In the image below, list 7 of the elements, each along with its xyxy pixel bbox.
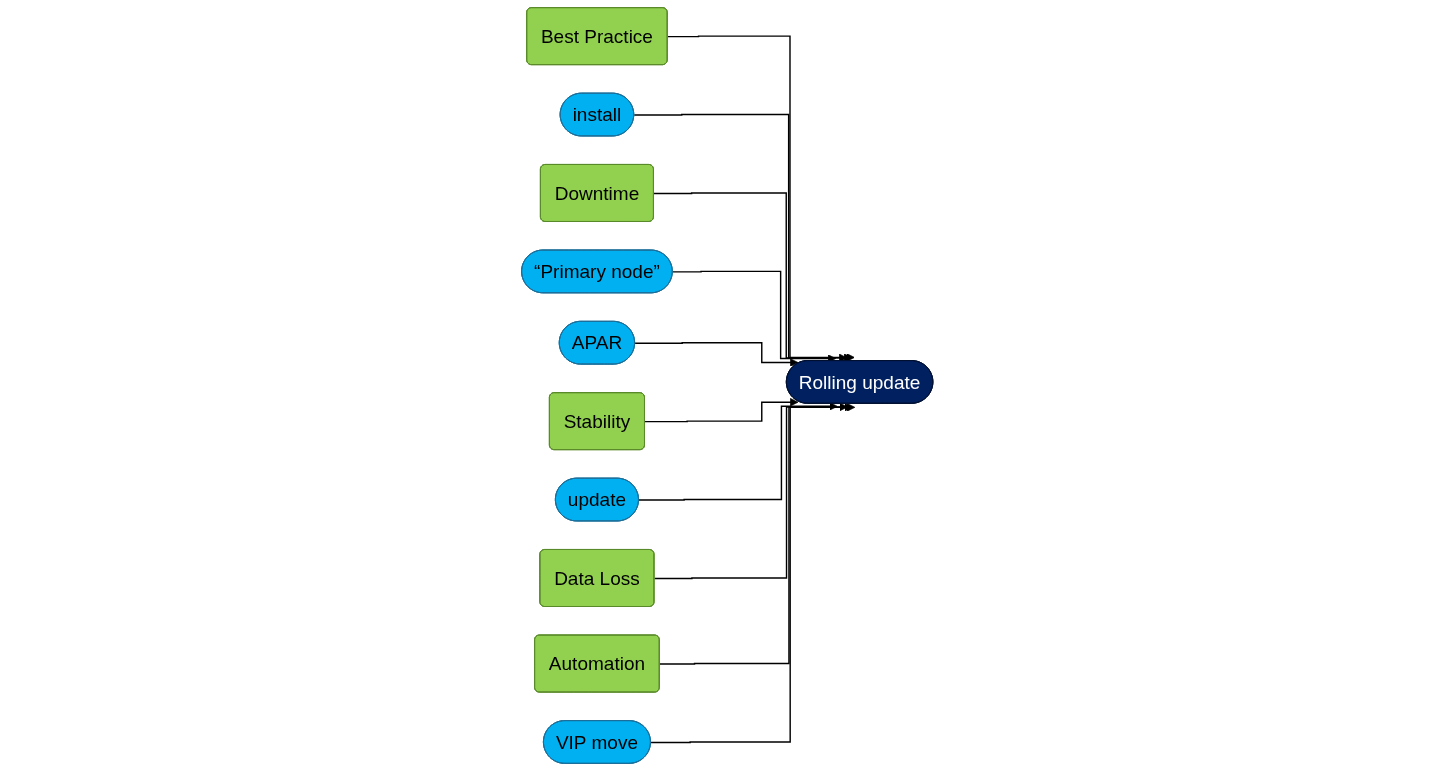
arrow bbox=[644, 398, 799, 423]
arrow bbox=[634, 342, 799, 367]
arrow bbox=[672, 270, 837, 363]
arrow bbox=[638, 402, 838, 501]
arrow bbox=[667, 35, 856, 362]
arrow bbox=[650, 403, 856, 744]
arrow bbox=[653, 192, 848, 363]
